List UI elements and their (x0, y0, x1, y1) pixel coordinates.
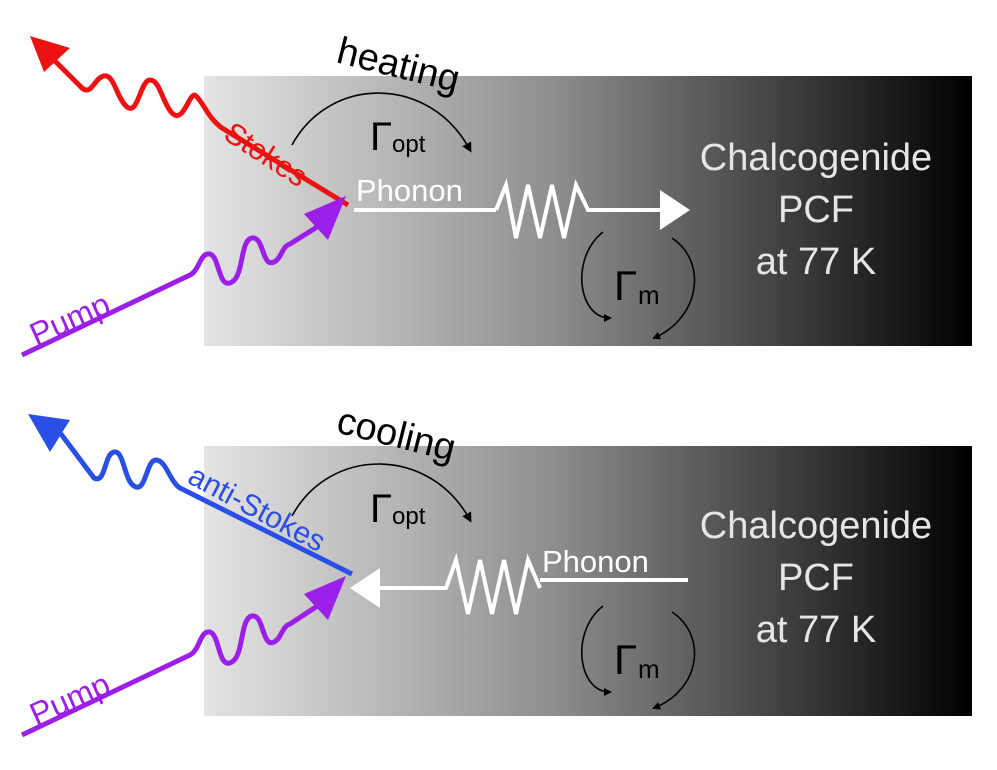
panel-cooling: cooling anti-Stokes Pump Phonon Γ opt Γ … (20, 400, 972, 738)
anti-stokes-photon (28, 414, 354, 577)
phonon-label: Phonon (356, 173, 463, 208)
pump-photon (20, 196, 346, 358)
gamma-opt-symbol: Γ (370, 115, 392, 159)
anti-stokes-arrow-head (28, 414, 70, 452)
material-line-1: Chalcogenide (700, 137, 932, 179)
pump-label: Pump (24, 286, 115, 353)
gamma-m-label: Γ m (614, 636, 660, 684)
stokes-photon (30, 36, 350, 208)
gamma-m-subscript: m (638, 654, 660, 684)
material-line-2: PCF (778, 189, 854, 231)
panel-heating: heating Stokes Pump Phonon Γ opt Γ m Cha… (20, 30, 972, 358)
gamma-m-arc-right (652, 237, 696, 340)
gamma-opt-curved-arrow (291, 92, 472, 153)
material-line-1: Chalcogenide (700, 505, 932, 547)
phonon-arrow-head (350, 568, 380, 608)
material-line-3: at 77 K (756, 609, 876, 651)
stokes-arrow-head (30, 36, 70, 72)
gamma-opt-subscript: opt (392, 503, 426, 530)
material-line-2: PCF (778, 557, 854, 599)
gamma-opt-symbol: Γ (370, 487, 392, 531)
gamma-m-symbol: Γ (614, 636, 637, 683)
phonon-wave (354, 177, 690, 239)
gamma-m-subscript: m (638, 280, 660, 310)
gamma-m-arc-left (581, 231, 612, 322)
gamma-m-label: Γ m (614, 262, 660, 310)
material-label: Chalcogenide PCF at 77 K (700, 505, 932, 651)
gamma-m-arc-right (652, 611, 696, 710)
material-label: Chalcogenide PCF at 77 K (700, 137, 932, 283)
phonon-label: Phonon (542, 544, 649, 579)
phonon-arrow-head (660, 190, 690, 230)
pump-arrow-head (304, 196, 346, 240)
pump-label: Pump (24, 666, 115, 733)
pump-photon (20, 576, 346, 738)
material-line-3: at 77 K (756, 241, 876, 283)
gamma-m-symbol: Γ (614, 262, 637, 309)
gamma-opt-curved-arrow (291, 463, 472, 523)
gamma-opt-subscript: opt (392, 131, 426, 158)
gamma-opt-label: Γ opt (370, 115, 426, 159)
gamma-m-arc-left (581, 605, 612, 696)
gamma-opt-label: Γ opt (370, 487, 426, 531)
phonon-wave (350, 552, 688, 615)
pump-arrow-head (304, 576, 346, 620)
